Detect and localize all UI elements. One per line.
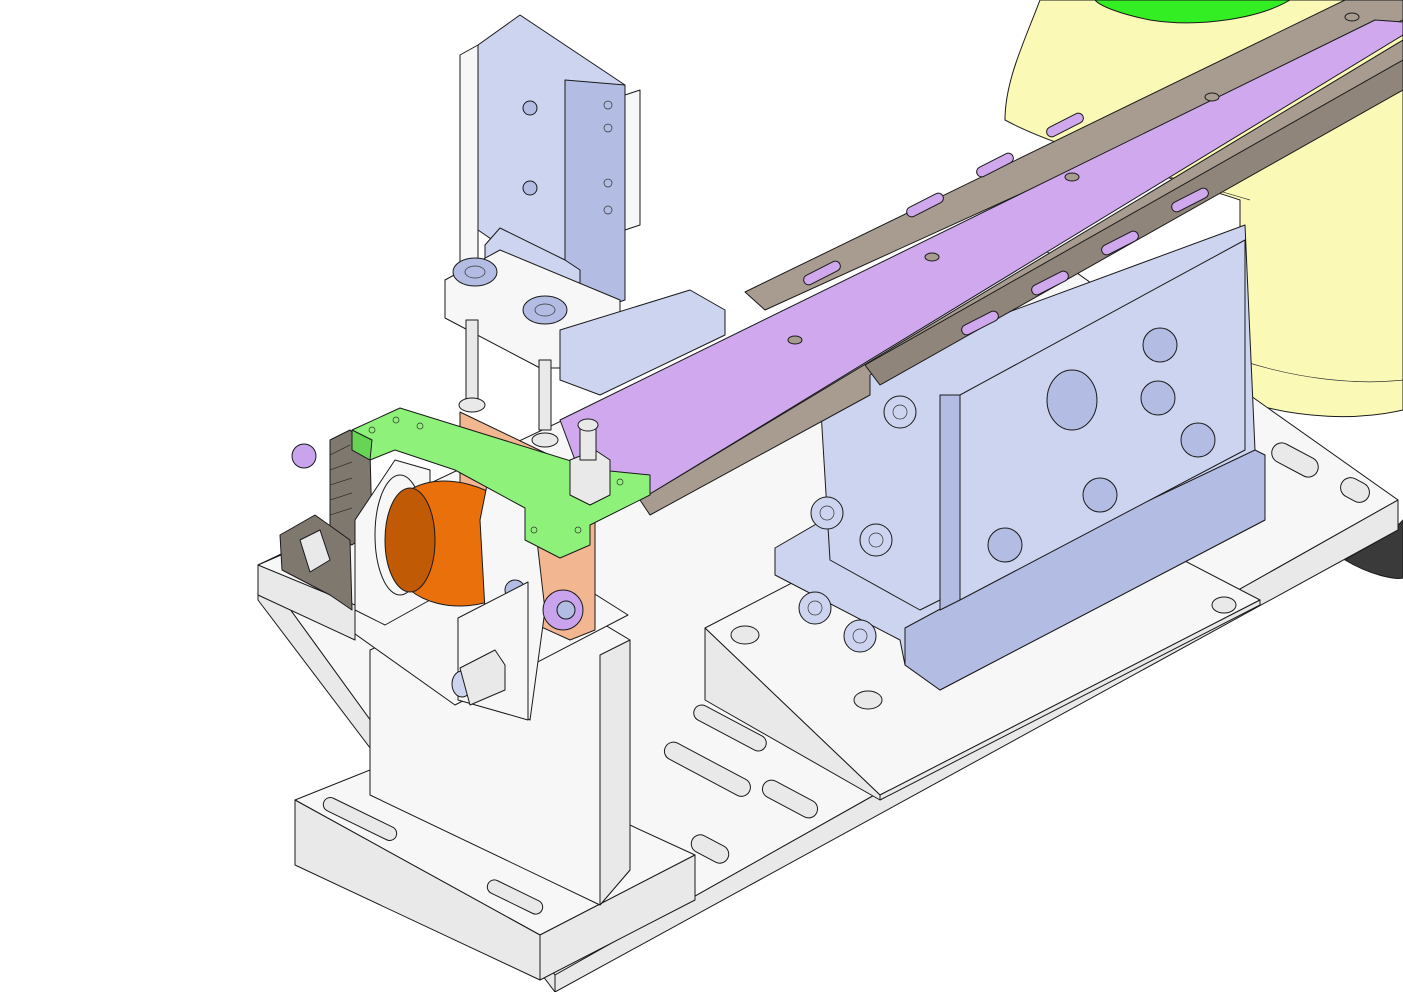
- rail-slots: [803, 112, 1209, 336]
- bolt-heads: [798, 327, 1216, 653]
- rail-holes: [787, 12, 1360, 345]
- slide-table: [774, 224, 1266, 691]
- green-bracket: [351, 407, 651, 559]
- linear-rail: [559, 0, 1403, 516]
- plate-slots: [663, 442, 1370, 864]
- guide-cylinder: [444, 14, 726, 448]
